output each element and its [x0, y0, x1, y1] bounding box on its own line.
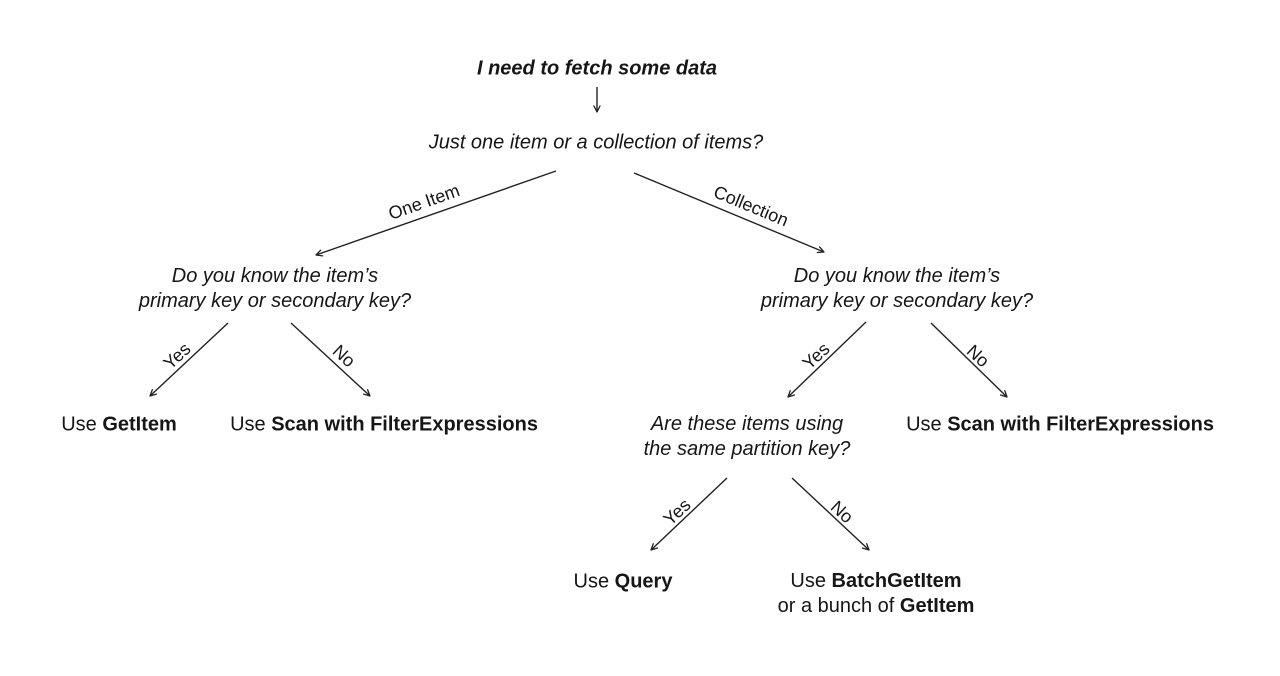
leaf-api-name: GetItem — [102, 413, 177, 436]
leaf-api-name: Query — [614, 570, 673, 593]
arrow-left-yes — [149, 322, 229, 397]
arrow-right-no — [930, 322, 1008, 398]
arrow-left-no — [290, 322, 371, 397]
root-question: Just one item or a collection of items? — [428, 131, 764, 154]
leaf-prefix: Use — [61, 413, 103, 436]
arrow-right-yes — [787, 321, 867, 398]
leaf-line: Use BatchGetItem — [778, 569, 975, 594]
leaf-prefix: Use — [790, 570, 832, 592]
question-line: Do you know the item’s — [171, 265, 379, 287]
question-line: Do you know the item’s — [793, 265, 1001, 287]
leaf-api-name: BatchGetItem — [831, 570, 962, 592]
leaf-prefix: Use — [230, 413, 272, 436]
question-partition-key: Are these items using the same partition… — [644, 412, 851, 462]
leaf-use-scan-left: Use Scan with FilterExpressions — [230, 413, 538, 438]
question-left-key: Do you know the item’s primary key or se… — [139, 264, 411, 314]
diagram-title: I need to fetch some data — [476, 57, 718, 80]
leaf-api-name: Scan with FilterExpressions — [271, 413, 538, 436]
question-line: primary key or secondary key? — [138, 290, 412, 312]
leaf-api-name: GetItem — [899, 595, 975, 617]
arrow-partition-yes — [650, 477, 728, 551]
question-right-key: Do you know the item’s primary key or se… — [761, 264, 1033, 314]
leaf-use-getitem: Use GetItem — [61, 413, 177, 438]
leaf-api-name: Scan with FilterExpressions — [947, 413, 1214, 436]
leaf-line: or a bunch of GetItem — [778, 594, 975, 619]
arrow-one-item — [315, 170, 557, 257]
leaf-use-batchgetitem: Use BatchGetItem or a bunch of GetItem — [778, 569, 975, 619]
leaf-prefix: Use — [906, 413, 948, 436]
question-line: primary key or secondary key? — [760, 290, 1034, 312]
question-line: Are these items using — [650, 413, 844, 435]
leaf-use-scan-right: Use Scan with FilterExpressions — [906, 413, 1214, 438]
arrow-partition-no — [791, 477, 870, 551]
leaf-prefix: Use — [573, 570, 615, 593]
question-line: the same partition key? — [643, 438, 851, 460]
leaf-use-query: Use Query — [574, 570, 673, 595]
leaf-prefix: or a bunch of — [777, 595, 900, 617]
arrow-collection — [633, 172, 825, 254]
